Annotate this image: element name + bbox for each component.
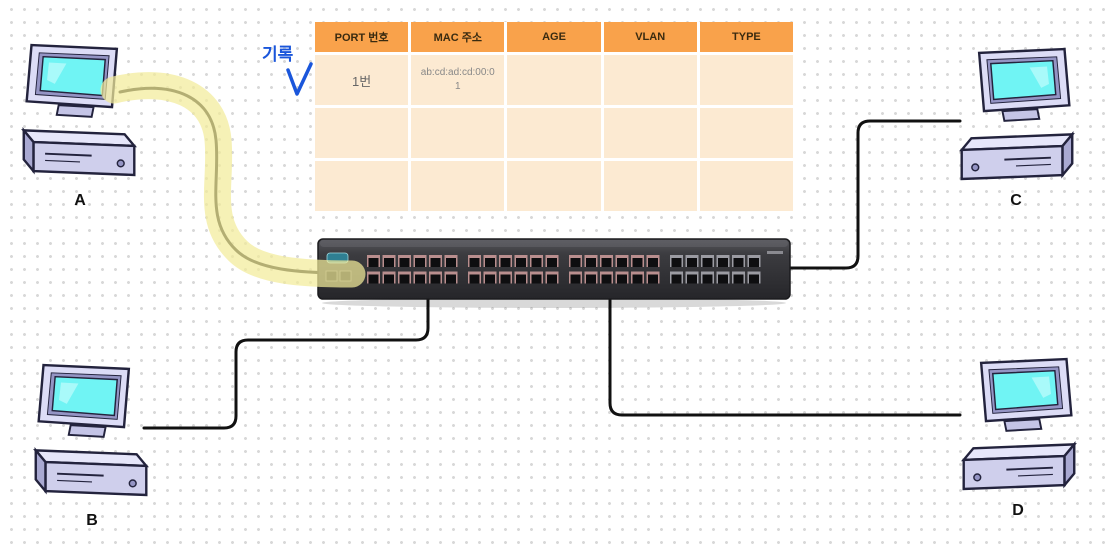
table-cell xyxy=(699,55,793,105)
mac-table: PORT 번호 MAC 주소 AGE VLAN TYPE 1번 ab:cd:ad… xyxy=(315,22,793,211)
table-cell xyxy=(411,108,505,158)
table-cell xyxy=(315,108,409,158)
cable-b xyxy=(142,294,430,430)
computer-c xyxy=(952,40,1080,190)
cable-d xyxy=(608,294,962,417)
table-cell xyxy=(507,161,601,211)
table-cell xyxy=(507,55,601,105)
table-cell xyxy=(507,108,601,158)
cable-a xyxy=(118,86,347,275)
computer-icon xyxy=(952,40,1080,190)
record-annotation-label: 기록 xyxy=(262,45,294,64)
ethernet-ports xyxy=(367,255,761,284)
table-cell xyxy=(411,161,505,211)
table-cell xyxy=(699,108,793,158)
table-cell xyxy=(603,55,697,105)
computer-icon xyxy=(28,356,156,506)
node-label-a: A xyxy=(74,192,86,209)
node-label-d: D xyxy=(1012,502,1024,519)
check-icon xyxy=(286,62,313,96)
computer-d xyxy=(954,350,1082,500)
computer-icon xyxy=(954,350,1082,500)
computer-a xyxy=(16,36,144,186)
table-cell xyxy=(603,108,697,158)
table-header-age: AGE xyxy=(507,22,601,52)
node-label-b: B xyxy=(86,512,98,529)
table-cell xyxy=(699,161,793,211)
table-cell xyxy=(315,161,409,211)
table-cell xyxy=(603,161,697,211)
node-label-c: C xyxy=(1010,192,1022,209)
switch-icon xyxy=(317,238,791,308)
table-cell-port-1: 1번 xyxy=(315,55,409,105)
computer-icon xyxy=(16,36,144,186)
mac-address-value: ab:cd:ad:cd:00:01 xyxy=(420,67,495,92)
table-header-port: PORT 번호 xyxy=(315,22,409,52)
table-header-vlan: VLAN xyxy=(603,22,697,52)
network-switch xyxy=(315,233,793,311)
table-header-type: TYPE xyxy=(699,22,793,52)
table-cell-mac-1: ab:cd:ad:cd:00:01 xyxy=(411,55,505,105)
cable-c xyxy=(788,119,962,270)
computer-b xyxy=(28,356,156,506)
table-header-mac: MAC 주소 xyxy=(411,22,505,52)
